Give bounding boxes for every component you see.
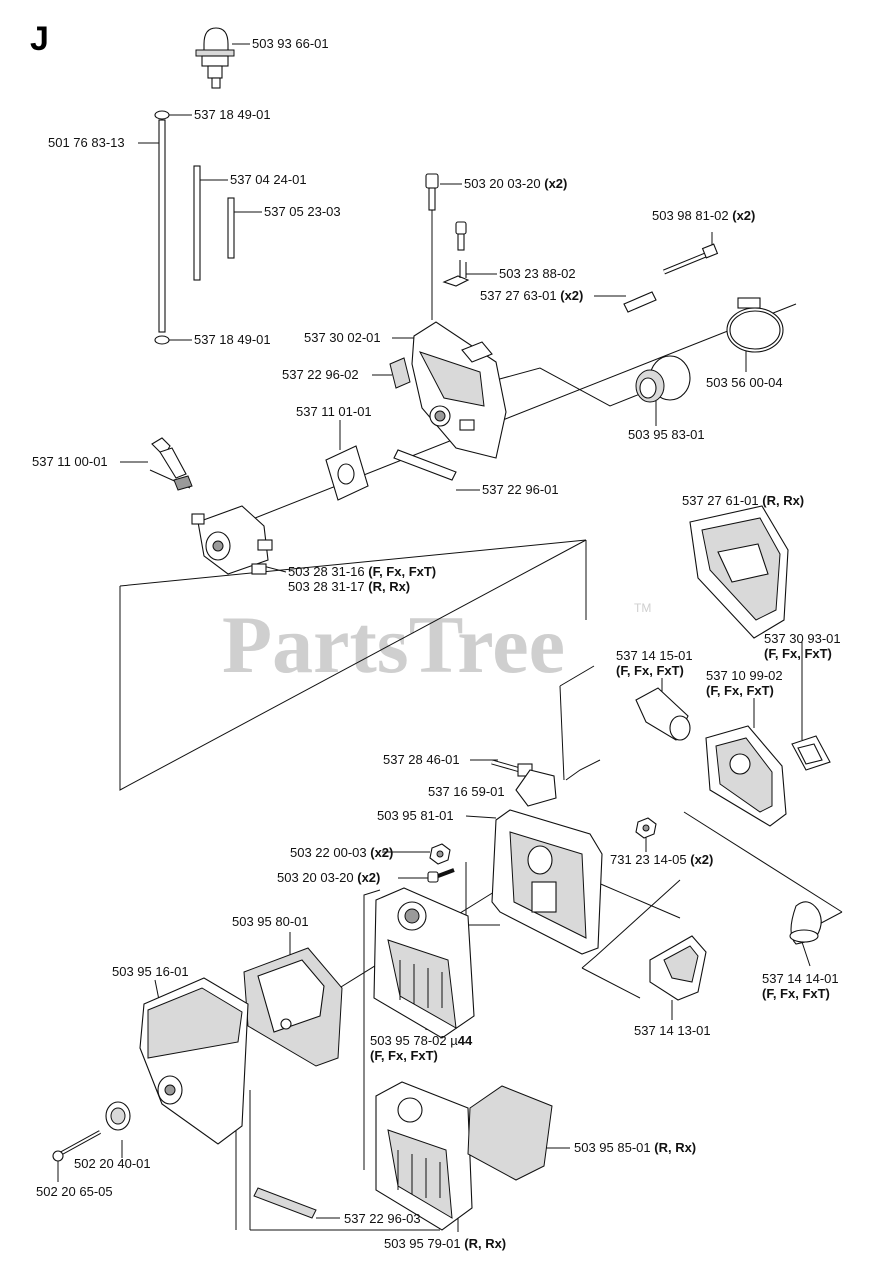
- part-label: 537 11 00-01: [32, 454, 108, 469]
- thumb-nut-icon: [105, 1101, 131, 1131]
- filter-cover-main-icon: [139, 977, 249, 1145]
- spacer-icon: [623, 291, 657, 313]
- bracket-small-icon: [442, 260, 470, 287]
- part-label: 501 76 83-13: [48, 135, 125, 150]
- filter-housing-f-icon: [705, 725, 787, 827]
- fuel-tube-long-icon: [158, 119, 166, 333]
- part-label: 537 14 14-01: [762, 971, 839, 986]
- intake-boot-icon: [635, 355, 691, 403]
- primer-bulb-icon: [195, 27, 235, 89]
- part-label: (F, Fx, FxT): [370, 1048, 438, 1063]
- part-label: 537 27 63-01 (x2): [480, 288, 583, 303]
- part-label: 537 04 24-01: [230, 172, 307, 187]
- gasket-small-icon: [389, 357, 411, 389]
- gasket-hole-icon: [337, 463, 355, 485]
- part-label: 537 18 49-01: [194, 332, 271, 347]
- part-label: 503 95 80-01: [232, 914, 309, 929]
- carburetor-icon: [191, 505, 273, 575]
- parts-artwork: [52, 27, 831, 1231]
- part-label: 537 22 96-03: [344, 1211, 421, 1226]
- part-label: 503 20 03-20 (x2): [277, 870, 380, 885]
- long-screw-icon: [52, 1130, 101, 1162]
- part-label: 503 95 83-01: [628, 427, 705, 442]
- watermark-tm: TM: [634, 601, 651, 615]
- foam-filter-icon: [243, 947, 343, 1067]
- throttle-block-icon: [515, 769, 557, 807]
- part-label: 503 28 31-17 (R, Rx): [288, 579, 410, 594]
- part-label: 537 10 99-02: [706, 668, 783, 683]
- part-label: 537 28 46-01: [383, 752, 460, 767]
- part-label: 503 28 31-16 (F, Fx, FxT): [288, 564, 436, 579]
- choke-shutter-icon: [635, 687, 691, 741]
- part-label: 503 22 00-03 (x2): [290, 845, 393, 860]
- fuel-tube-short-icon: [227, 197, 235, 259]
- part-label: 537 18 49-01: [194, 107, 271, 122]
- filter-element-r-icon: [375, 1081, 473, 1231]
- part-label: 503 23 88-02: [499, 266, 576, 281]
- screw-left-icon: [427, 868, 455, 883]
- part-label: 503 95 78-02 µ44: [370, 1033, 473, 1048]
- part-label: 502 20 40-01: [74, 1156, 151, 1171]
- filter-plate-icon: [491, 809, 603, 955]
- part-label: 537 30 93-01: [764, 631, 841, 646]
- screw-top-icon: [425, 173, 439, 211]
- screw-small-icon: [455, 221, 467, 251]
- part-label: 537 22 96-02: [282, 367, 359, 382]
- part-label: (F, Fx, FxT): [706, 683, 774, 698]
- section-letter: J: [30, 20, 49, 58]
- part-label: 537 14 15-01: [616, 648, 693, 663]
- stud-fitting-icon: [491, 759, 533, 777]
- part-label: (F, Fx, FxT): [616, 663, 684, 678]
- part-label: 503 93 66-01: [252, 36, 329, 51]
- part-label: 503 95 81-01: [377, 808, 454, 823]
- foam-filter-r-icon: [467, 1085, 553, 1181]
- part-label: 503 20 03-20 (x2): [464, 176, 567, 191]
- part-label: (F, Fx, FxT): [762, 986, 830, 1001]
- part-label: 503 95 85-01 (R, Rx): [574, 1140, 696, 1155]
- part-label: 537 30 02-01: [304, 330, 381, 345]
- part-label: 537 27 61-01 (R, Rx): [682, 493, 804, 508]
- filter-cover-r-icon: [689, 505, 789, 639]
- part-label: 537 11 01-01: [296, 404, 372, 419]
- strip-gasket-icon: [393, 449, 457, 481]
- part-label: 503 95 16-01: [112, 964, 189, 979]
- filter-element-f-icon: [373, 887, 475, 1039]
- part-label: 731 23 14-05 (x2): [610, 852, 713, 867]
- nut-left-icon: [429, 843, 451, 865]
- o-ring-top-icon: [154, 110, 170, 120]
- pad-gasket-icon: [253, 1187, 317, 1219]
- part-label: 502 20 65-05: [36, 1184, 113, 1199]
- part-label: 537 05 23-03: [264, 204, 341, 219]
- hose-clamp-icon: [726, 297, 784, 353]
- carb-housing-icon: [411, 321, 507, 459]
- knob-f-icon: [789, 901, 822, 945]
- fuel-tube-mid-icon: [193, 165, 201, 281]
- choke-lever-icon: [151, 437, 193, 491]
- part-label: 503 56 00-04: [706, 375, 783, 390]
- long-bolt-icon: [663, 243, 719, 275]
- o-ring-bottom-icon: [154, 335, 170, 345]
- part-label: 537 16 59-01: [428, 784, 505, 799]
- part-label: 537 14 13-01: [634, 1023, 711, 1038]
- watermark-text: PartsTree: [222, 599, 565, 690]
- part-label: (F, Fx, FxT): [764, 646, 832, 661]
- part-labels: 503 93 66-01 537 18 49-01 501 76 83-13 5…: [32, 36, 841, 1251]
- part-label: 503 98 81-02 (x2): [652, 208, 755, 223]
- nut-right-icon: [635, 817, 657, 839]
- part-label: 503 95 79-01 (R, Rx): [384, 1236, 506, 1251]
- latch-icon: [649, 935, 707, 1001]
- part-label: 537 22 96-01: [482, 482, 559, 497]
